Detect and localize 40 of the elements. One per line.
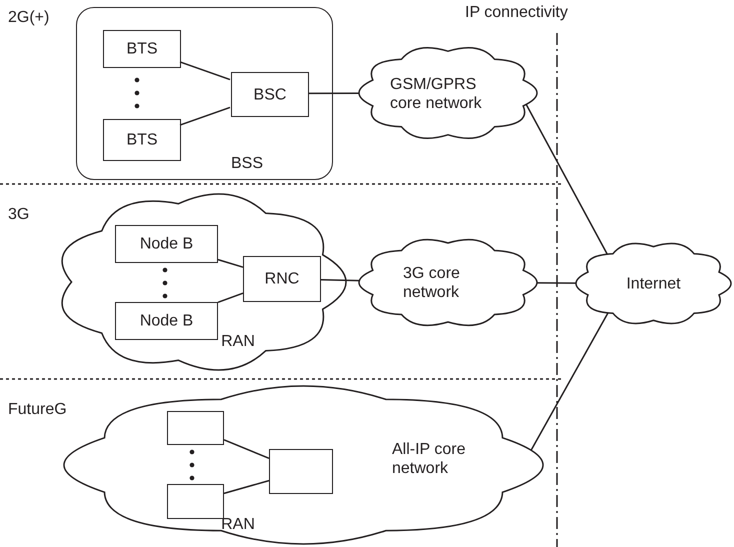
connector-line	[218, 292, 244, 303]
node-label: RAN	[220, 515, 256, 534]
process-box	[231, 72, 309, 117]
connector-line	[180, 61, 230, 80]
section-label: FutureG	[8, 400, 67, 419]
connector-line	[224, 439, 270, 459]
process-box	[115, 302, 218, 340]
node-label: All-IP core network	[392, 440, 467, 478]
connector-line	[180, 106, 230, 126]
connector-line	[218, 258, 244, 268]
node-label: Node B	[138, 312, 194, 330]
connector-line	[224, 480, 270, 494]
node-label: BTS	[125, 40, 159, 58]
node-label: RAN	[220, 332, 256, 351]
section-label: IP connectivity	[465, 3, 568, 22]
process-box	[115, 225, 218, 263]
node-label: BTS	[125, 130, 159, 150]
empty-box	[167, 484, 224, 519]
connector-line	[530, 312, 609, 451]
process-box	[103, 30, 181, 68]
network-cloud	[358, 45, 538, 141]
node-label: 3G core network	[403, 264, 461, 302]
process-box	[103, 119, 181, 161]
node-label: BSS	[230, 154, 264, 173]
empty-box	[167, 411, 224, 445]
node-label: Node B	[138, 234, 194, 254]
node-label: RNC	[264, 270, 300, 288]
connector-line	[526, 104, 608, 254]
network-cloud	[358, 237, 538, 328]
connector-line	[308, 92, 359, 94]
process-box	[243, 256, 321, 302]
network-cloud	[575, 241, 732, 326]
connector-line	[537, 282, 576, 284]
node-label: Internet	[625, 274, 682, 293]
section-label: 2G(+)	[8, 8, 50, 27]
section-label: 3G	[8, 205, 30, 224]
node-label: BSC	[252, 85, 288, 104]
empty-box	[269, 449, 333, 494]
subsystem-box	[76, 7, 333, 180]
node-label: GSM/GPRS core network	[390, 75, 483, 113]
